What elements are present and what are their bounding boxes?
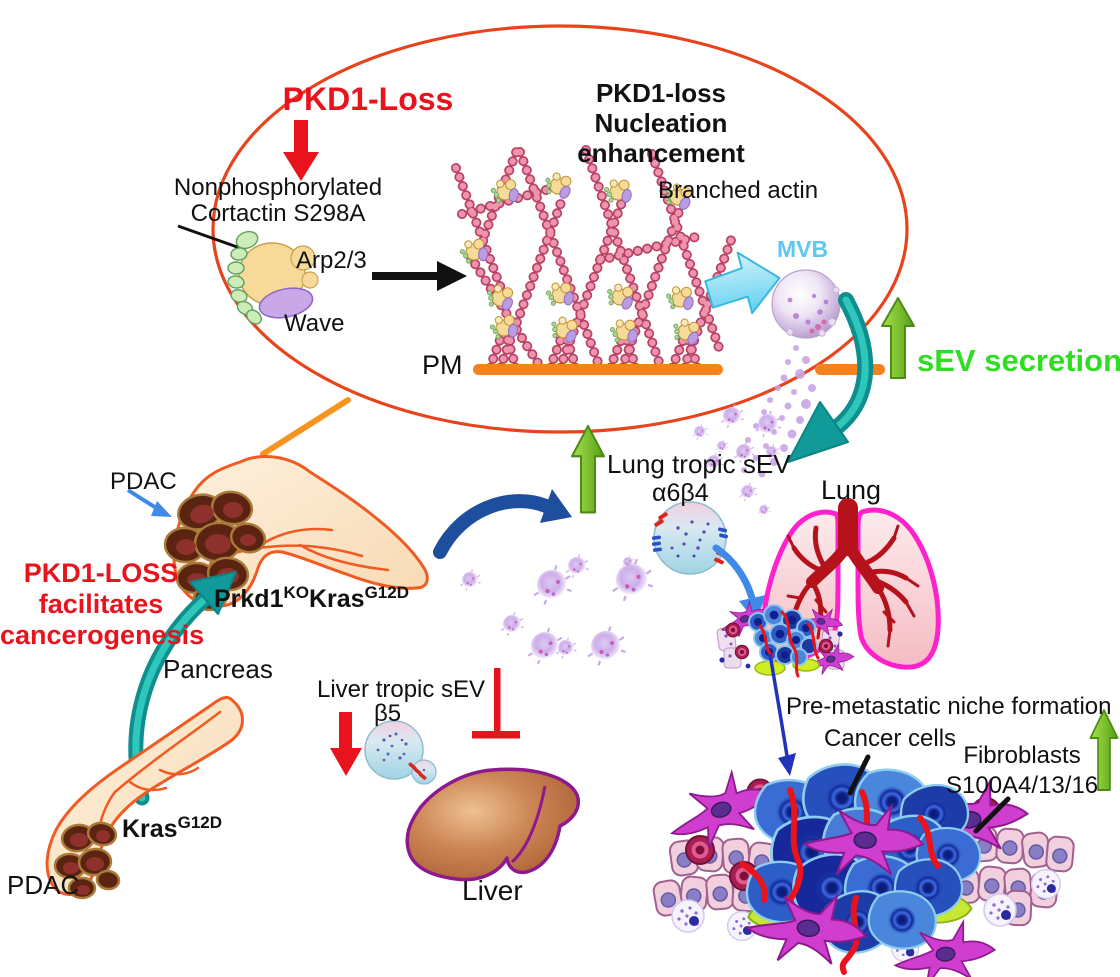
arp23-label: Arp2/3 (296, 247, 367, 274)
lung-illustration (760, 498, 941, 670)
nonphospho-line1: Nonphosphorylated (173, 174, 383, 201)
pkd1-cancer-line3: cancerogenesis (0, 620, 205, 651)
vesicle-to-lung-arrow-icon (712, 544, 766, 622)
pancreas-label: Pancreas (163, 654, 273, 684)
pancreas-kras-illustration (45, 696, 244, 900)
beta5-label: β5 (374, 700, 402, 727)
alpha6beta4-vesicle (651, 501, 729, 575)
blue-swoosh-arrow-icon (433, 489, 572, 559)
cluster-to-niche-arrow-icon (768, 653, 796, 776)
liver-tropic-down-arrow-icon (330, 712, 362, 776)
lung-label: Lung (821, 475, 882, 505)
pkd1-loss-cancerogenesis-label: PKD1-LOSS facilitates cancerogenesis (0, 558, 205, 651)
pkd1-loss-down-arrow-icon (283, 120, 319, 181)
inset-callout-line (260, 397, 351, 457)
sev-secretion-label: sEV secretion (917, 343, 1120, 378)
premetastatic-niche-illustration (651, 754, 1076, 977)
kras-genotype-label: KrasG12D (122, 813, 223, 844)
pm-label: PM (422, 350, 463, 380)
mvb-illustration (771, 269, 841, 339)
mvb-label: MVB (777, 236, 829, 262)
teal-secretion-arrow-icon (787, 292, 874, 463)
pkd1-cancer-line1: PKD1-LOSS (23, 558, 179, 588)
fibroblasts-label: Fibroblasts S100A4/13/16 (946, 741, 1098, 801)
fibroblasts-line1: Fibroblasts (963, 742, 1081, 769)
kras-sup: G12D (364, 583, 409, 602)
sev-stream (737, 345, 816, 478)
inset-title-line1: PKD1-loss (595, 78, 727, 108)
fibroblasts-line2: S100A4/13/16 (946, 772, 1099, 799)
pkd1-loss-title: PKD1-Loss (282, 81, 454, 117)
pre-metastatic-label: Pre-metastatic niche formation (786, 693, 1112, 720)
cyan-arrow-icon (704, 251, 781, 315)
pdac-pointer-arrow-icon (126, 488, 172, 517)
right-arrow-icon (372, 261, 467, 291)
pdac-label-top: PDAC (110, 468, 177, 495)
kras-base: Kras (308, 585, 365, 613)
cortactin-arp-wave-complex (177, 224, 319, 325)
inset-ellipse (211, 24, 909, 457)
pdac-tumor-small (53, 821, 121, 900)
prkd1-base: Prkd1 (214, 585, 284, 613)
sev-secretion-up-arrow-icon (881, 297, 915, 379)
nonphospho-line2: Cortactin S298A (190, 200, 366, 228)
branched-actin-label: Branched actin (658, 177, 819, 204)
wave-label: Wave (284, 310, 345, 337)
cancer-cells-label: Cancer cells (824, 725, 957, 752)
lung-tropic-up-arrow-icon (570, 424, 606, 514)
prkd1-sup: KO (283, 583, 309, 602)
label-pointer-lines (847, 754, 1011, 834)
kras2-sup: G12D (177, 813, 223, 832)
inset-title-line2: Nucleation enhancement (577, 107, 745, 168)
lung-tropic-sev-label: Lung tropic sEV (607, 449, 791, 479)
alpha6beta4-label: α6β4 (652, 479, 709, 507)
kras2-base: Kras (122, 815, 178, 843)
beta5-vesicle (364, 720, 437, 785)
plasma-membrane-line (473, 364, 885, 375)
liver-label: Liver (462, 875, 523, 906)
pdac-label-bottom: PDAC (7, 870, 80, 900)
inset-title: PKD1-loss Nucleation enhancement (516, 78, 806, 169)
nonphospho-cortactin-label: Nonphosphorylated Cortactin S298A (168, 174, 388, 228)
liver-tropic-sev-label: Liver tropic sEV (317, 676, 486, 703)
inhibition-tbar-icon (472, 668, 520, 739)
lung-metastasis-cluster (715, 596, 856, 678)
liver-illustration (405, 767, 581, 882)
prkd1-kras-genotype-label: Prkd1KOKrasG12D (214, 583, 409, 614)
pkd1-cancer-line2: facilitates (38, 589, 164, 620)
